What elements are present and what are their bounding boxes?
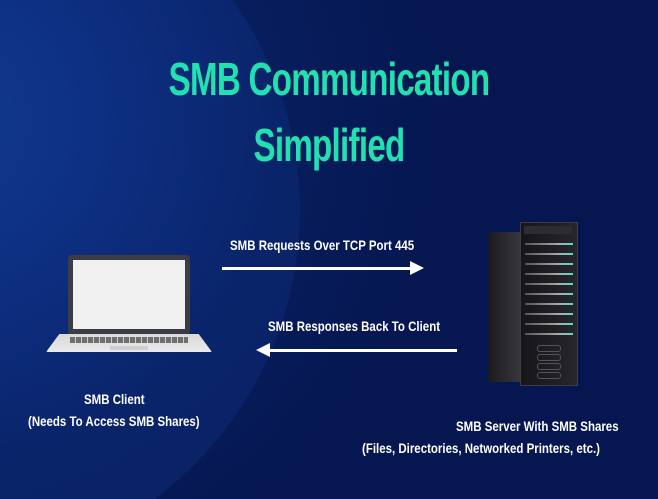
client-label: SMB Client <box>84 391 145 407</box>
request-arrow-right-icon <box>222 261 424 275</box>
server-description: (Files, Directories, Networked Printers,… <box>362 440 600 456</box>
server-rack-icon <box>488 220 584 388</box>
laptop-screen <box>68 255 190 335</box>
laptop-keyboard <box>70 337 188 343</box>
response-label: SMB Responses Back To Client <box>268 318 441 334</box>
request-label: SMB Requests Over TCP Port 445 <box>230 237 415 253</box>
title-line-1: SMB Communication <box>168 53 491 105</box>
title-line-2: Simplified <box>253 119 405 171</box>
server-label: SMB Server With SMB Shares <box>456 418 619 434</box>
response-arrow-left-icon <box>256 343 457 357</box>
client-description: (Needs To Access SMB Shares) <box>28 413 200 429</box>
laptop-touchpad <box>110 346 148 350</box>
